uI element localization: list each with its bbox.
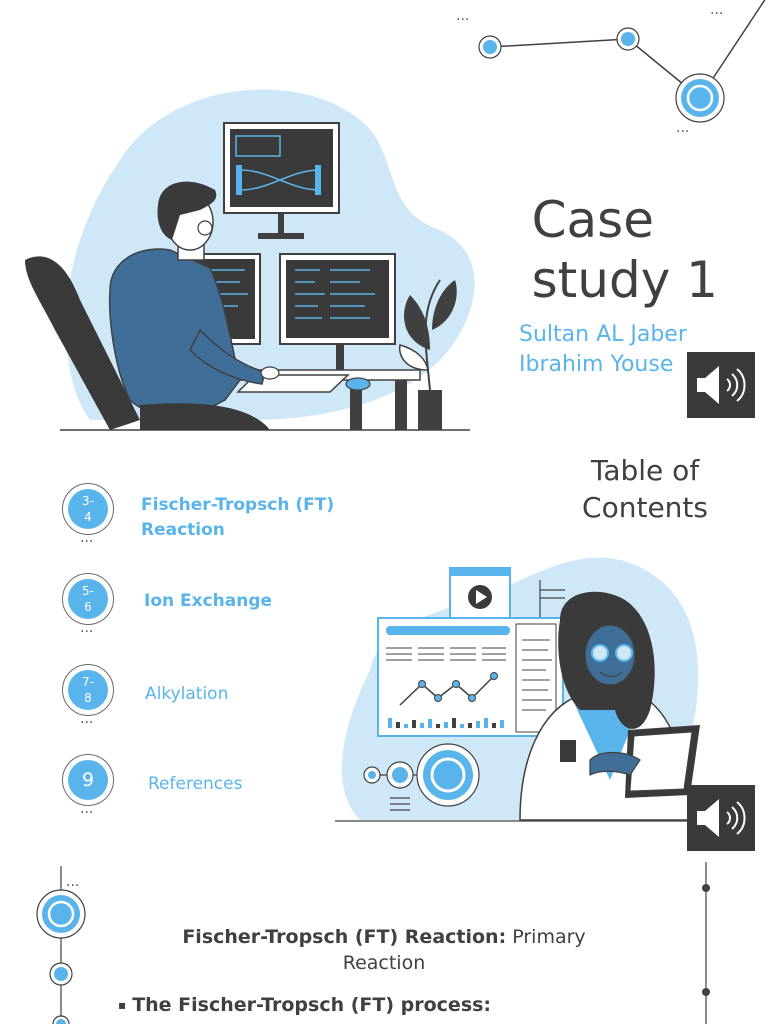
bullet-icon: ▪ [118, 998, 127, 1012]
slide-title-text: Case study 1 [531, 191, 718, 309]
toc-page-number: 7- 8 [68, 670, 108, 710]
toc-item-ion-exchange[interactable]: Ion Exchange [144, 591, 273, 611]
toc-item-alkylation[interactable]: Alkylation [145, 684, 229, 704]
section-heading: Fischer-Tropsch (FT) Reaction: Primary R… [140, 924, 628, 976]
audio-button[interactable] [687, 785, 755, 851]
audio-button[interactable] [687, 352, 755, 418]
ellipsis-dots: ... [456, 8, 470, 24]
bullet-item: ▪ The Fischer-Tropsch (FT) process: [118, 992, 491, 1018]
toc-page-number: 5- 6 [68, 579, 108, 619]
ellipsis-dots: ... [710, 2, 724, 18]
ellipsis-dots: ... [80, 801, 94, 817]
heading-bold: Fischer-Tropsch (FT) Reaction: [182, 926, 507, 948]
timeline-decoration [36, 862, 710, 1024]
ellipsis-dots: ... [80, 530, 94, 546]
title-decoration [25, 0, 766, 431]
speaker-icon [697, 366, 746, 404]
toc-page-badge[interactable]: 5- 6 [62, 573, 114, 625]
author-name: Ibrahim Youse [519, 352, 674, 377]
author-name: Sultan AL Jaber [519, 322, 687, 347]
ellipsis-dots: ... [80, 620, 94, 636]
slide-fischer-tropsch: ... Fischer-Tropsch (FT) Reaction: Prima… [0, 852, 768, 1024]
toc-page-badge[interactable]: 3- 4 [62, 483, 114, 535]
slide-title: ... ... ... Case study 1 Sultan AL Jaber… [0, 0, 768, 440]
heading-rest: Primary Reaction [342, 926, 586, 974]
speaker-icon [697, 799, 746, 837]
toc-item-references[interactable]: References [148, 774, 243, 794]
toc-page-number: 9 [68, 760, 108, 800]
author-list: Sultan AL Jaber Ibrahim Youse [519, 320, 687, 380]
toc-page-badge[interactable]: 7- 8 [62, 664, 114, 716]
slide-table-of-contents: Table of Contents 3- 4 ... Fischer-Trops… [0, 440, 768, 852]
toc-item-fischer-tropsch[interactable]: Fischer-Tropsch (FT) Reaction [141, 495, 335, 540]
bullet-bold: The Fischer-Tropsch (FT) process: [132, 994, 492, 1016]
toc-page-number: 3- 4 [68, 489, 108, 529]
ellipsis-dots: ... [66, 874, 80, 890]
toc-title: Table of Contents [582, 454, 708, 524]
ellipsis-dots: ... [676, 120, 690, 136]
ellipsis-dots: ... [80, 711, 94, 727]
toc-decoration [335, 557, 700, 822]
toc-page-badge[interactable]: 9 [62, 754, 114, 806]
